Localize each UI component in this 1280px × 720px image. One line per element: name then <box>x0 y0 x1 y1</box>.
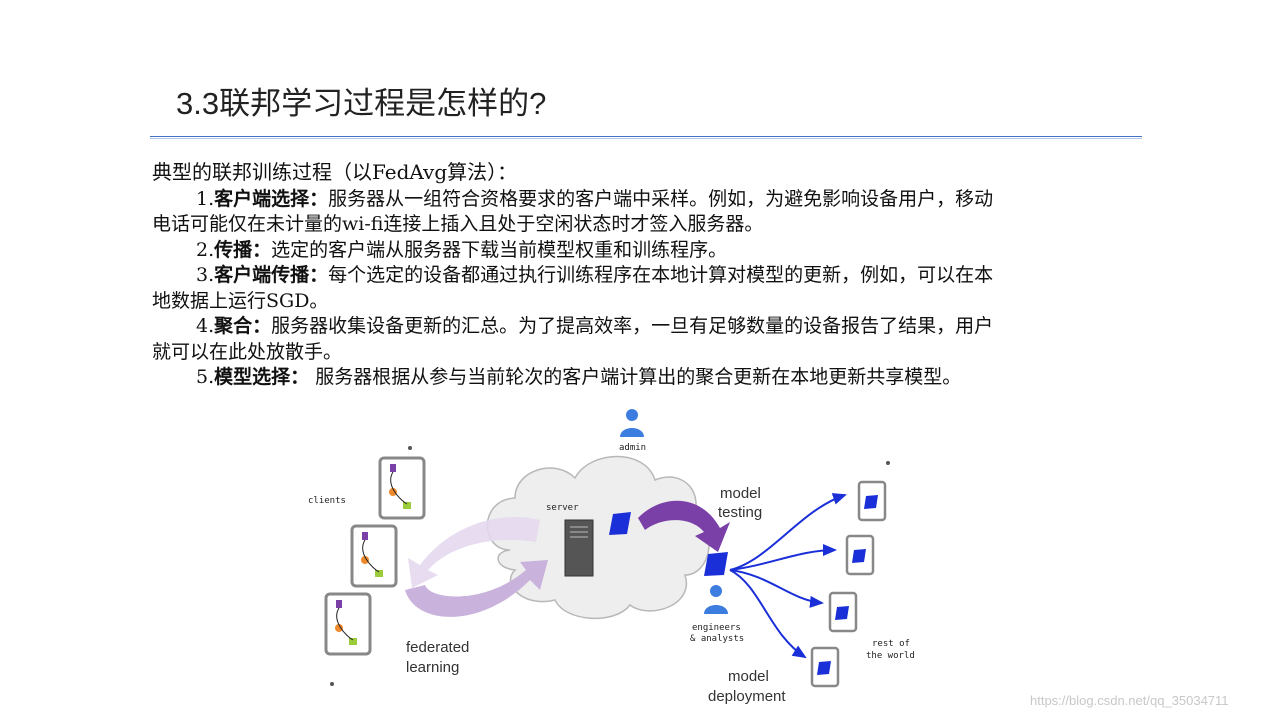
page-title: 3.3联邦学习过程是怎样的? <box>176 86 547 121</box>
tested-model-icon <box>704 552 728 576</box>
download-arrow <box>408 517 540 588</box>
process-description: 典型的联邦训练过程（以FedAvg算法）： 1.客户端选择：服务器从一组符合资格… <box>152 160 1092 391</box>
admin-label: admin <box>619 443 646 453</box>
world-phone-3 <box>828 591 858 633</box>
step-text: 选定的客户端从服务器下载当前模型权重和训练程序。 <box>271 238 728 261</box>
engineers-label-1: engineers <box>692 623 741 633</box>
server-label: server <box>546 503 579 513</box>
step-text: 服务器从一组符合资格要求的客户端中采样。例如，为避免影响设备用户，移动 <box>328 187 994 210</box>
client-phone-2 <box>350 524 398 588</box>
model-testing-label-1: model <box>720 485 761 502</box>
rest-of-world-label-2: the world <box>866 651 915 661</box>
step-2: 2.传播：选定的客户端从服务器下载当前模型权重和训练程序。 <box>152 238 1092 264</box>
step-term: 客户端选择： <box>214 187 329 210</box>
title-divider-shadow <box>150 138 1142 139</box>
step-4: 4.聚合：服务器收集设备更新的汇总。为了提高效率，一旦有足够数量的设备报告了结果… <box>152 314 1092 340</box>
client-phone-1 <box>378 456 426 520</box>
step-term: 传播： <box>214 238 272 261</box>
model-icon <box>609 512 631 535</box>
ellipsis-dot <box>886 461 890 465</box>
model-testing-label-2: testing <box>718 504 762 521</box>
step-text: 服务器收集设备更新的汇总。为了提高效率，一旦有足够数量的设备报告了结果，用户 <box>271 315 994 337</box>
watermark: https://blog.csdn.net/qq_35034711 <box>1030 693 1229 708</box>
step-number: 5. <box>196 366 215 388</box>
step-text: 服务器根据从参与当前轮次的客户端计算出的聚合更新在本地更新共享模型。 <box>309 366 962 388</box>
deployment-arrows <box>729 493 847 659</box>
step-term: 模型选择： <box>214 366 310 388</box>
ellipsis-dot <box>330 682 334 686</box>
upload-arrow <box>405 560 548 617</box>
step-3-cont: 地数据上运行SGD。 <box>152 289 329 312</box>
step-text: 每个选定的设备都通过执行训练程序在本地计算对模型的更新，例如，可以在本 <box>328 264 994 286</box>
model-deployment-label-2: deployment <box>708 688 786 705</box>
clients-label: clients <box>308 496 346 506</box>
world-phone-4 <box>810 646 840 688</box>
federated-learning-diagram: server admin clients federated learning <box>308 409 915 705</box>
title-divider <box>150 136 1142 137</box>
ellipsis-dot <box>408 446 412 450</box>
step-3: 3.客户端传播：每个选定的设备都通过执行训练程序在本地计算对模型的更新，例如，可… <box>152 263 1092 289</box>
step-1: 1.客户端选择：服务器从一组符合资格要求的客户端中采样。例如，为避免影响设备用户… <box>152 187 1092 213</box>
server-icon <box>564 519 594 577</box>
admin-person-icon <box>620 409 644 437</box>
step-number: 2. <box>196 238 215 261</box>
world-phone-1 <box>857 480 887 522</box>
client-phone-3 <box>324 592 372 656</box>
world-phone-2 <box>845 534 875 576</box>
federated-learning-label-1: federated <box>406 639 469 656</box>
step-term: 聚合： <box>214 315 272 337</box>
testing-arrow <box>638 500 730 552</box>
step-term: 客户端传播： <box>214 264 329 286</box>
step-5: 5.模型选择： 服务器根据从参与当前轮次的客户端计算出的聚合更新在本地更新共享模… <box>152 365 1092 391</box>
engineers-label-2: & analysts <box>690 634 744 644</box>
step-number: 1. <box>196 187 215 210</box>
intro-text: 典型的联邦训练过程（以FedAvg算法）： <box>152 160 518 184</box>
federated-learning-label-2: learning <box>406 659 459 676</box>
step-4-cont: 就可以在此处放散手。 <box>152 340 343 363</box>
step-1-cont: 电话可能仅在未计量的wi-fi连接上插入且处于空闲状态时才签入服务器。 <box>152 213 764 235</box>
step-number: 3. <box>196 264 215 286</box>
rest-of-world-label-1: rest of <box>872 639 910 649</box>
engineers-person-icon <box>704 585 728 614</box>
model-deployment-label-1: model <box>728 668 769 685</box>
step-number: 4. <box>196 315 215 337</box>
